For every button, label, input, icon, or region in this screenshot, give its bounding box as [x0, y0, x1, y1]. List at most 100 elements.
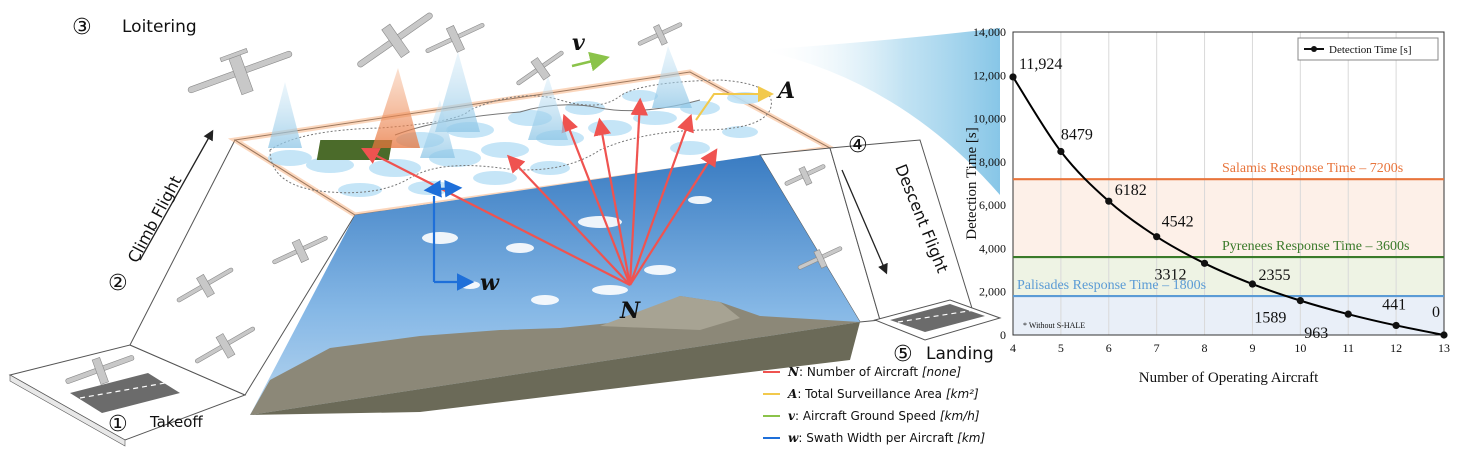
data-label: 963 — [1304, 325, 1328, 342]
y-tick-label: 6,000 — [979, 198, 1006, 212]
x-tick-label: 8 — [1202, 341, 1208, 355]
phase-loitering-num: ③ — [72, 15, 92, 40]
phase-loitering-label: Loitering — [122, 17, 197, 37]
legend-label: Detection Time [s] — [1329, 44, 1412, 56]
data-label: 4542 — [1162, 214, 1194, 231]
descent-ramp — [759, 139, 976, 323]
aircraft-icon — [65, 355, 135, 385]
chart-legend — [1297, 37, 1439, 61]
footnote: * Without S-HALE — [1023, 321, 1085, 330]
legend-item-A: A: Total Surveillance Area [km²] — [763, 387, 979, 401]
aircraft-icon — [797, 246, 843, 270]
data-label: 2355 — [1258, 267, 1290, 284]
series-line — [1012, 76, 1445, 336]
landing-pad — [873, 299, 1002, 341]
data-label: 441 — [1382, 296, 1406, 313]
aircraft-icon — [272, 235, 328, 265]
aircraft-icon — [516, 50, 564, 86]
x-tick-label: 6 — [1106, 341, 1112, 355]
threshold-band — [1013, 296, 1444, 335]
legend-item-N: N: Number of Aircraft [none] — [763, 365, 961, 379]
data-point — [1392, 321, 1400, 330]
area-connector — [695, 86, 774, 121]
climb-arrow — [139, 129, 214, 261]
terrain-photo — [250, 155, 860, 415]
legend-item-w: w: Swath Width per Aircraft [km] — [763, 431, 985, 445]
y-tick-label: 0 — [1000, 328, 1006, 342]
zoom-fan — [760, 28, 1000, 195]
phase-takeoff-num: ① — [108, 412, 128, 437]
symbol-N: N — [619, 298, 641, 324]
phase-descent-num: ④ — [848, 133, 868, 158]
x-tick-label: 4 — [1010, 341, 1016, 355]
svg-text:v: Aircraft Ground Speed [km/h: v: Aircraft Ground Speed [km/h] — [788, 409, 980, 423]
x-tick-label: 12 — [1390, 341, 1402, 355]
svg-text:w: Swath Width per Aircraft [: w: Swath Width per Aircraft [km] — [788, 431, 985, 445]
phase-climb-label: Climb Flight — [124, 173, 186, 266]
aircraft-count-arrows — [361, 97, 718, 286]
symbol-w: w — [480, 270, 500, 296]
legend-marker — [1311, 46, 1317, 52]
aircraft-icon — [176, 267, 234, 303]
data-label: 8479 — [1061, 126, 1093, 143]
phase-landing-num: ⑤ — [893, 342, 913, 367]
x-tick-label: 10 — [1294, 341, 1306, 355]
phase-takeoff-label: Takeoff — [149, 413, 203, 431]
threshold-label: Pyrenees Response Time – 3600s — [1222, 239, 1409, 254]
x-tick-label: 11 — [1342, 341, 1354, 355]
descent-arrow — [841, 169, 888, 275]
x-tick-label: 13 — [1438, 341, 1450, 355]
data-point — [1248, 280, 1257, 288]
x-tick-label: 7 — [1154, 341, 1160, 355]
takeoff-pad — [8, 344, 247, 447]
data-point — [1105, 197, 1113, 205]
aircraft-icon — [784, 164, 826, 186]
data-point — [1440, 331, 1448, 339]
x-tick-label: 9 — [1249, 341, 1255, 355]
data-point — [1153, 233, 1161, 241]
data-point — [1344, 310, 1352, 318]
aircraft-icon — [357, 12, 433, 68]
y-tick-label: 8,000 — [979, 155, 1006, 169]
plot-frame — [1012, 31, 1445, 336]
y-tick-label: 4,000 — [979, 241, 1006, 255]
svg-text:A: Total Surveillance Area [km: A: Total Surveillance Area [km²] — [787, 387, 979, 401]
aircraft-icon — [425, 23, 485, 53]
threshold-label: Palisades Response Time – 1800s — [1017, 278, 1206, 293]
aircraft — [65, 12, 843, 385]
ground-speed-arrow — [571, 51, 610, 72]
data-label: 6182 — [1115, 182, 1147, 199]
svg-text:N: Number of Aircraft [none]: N: Number of Aircraft [none] — [787, 365, 961, 379]
sensor-cones — [268, 46, 692, 158]
data-label: 0 — [1432, 304, 1440, 321]
phase-climb-num: ② — [108, 271, 128, 296]
swath-width-indicator — [423, 179, 475, 291]
threshold-band — [1013, 179, 1444, 258]
aircraft-icon — [194, 326, 256, 364]
racetrack-path — [269, 79, 772, 194]
x-tick-label: 5 — [1058, 341, 1064, 355]
y-tick-label: 14,000 — [973, 25, 1006, 39]
data-point — [1200, 259, 1209, 267]
threshold-label: Salamis Response Time – 7200s — [1222, 161, 1403, 176]
data-label: 3312 — [1155, 266, 1187, 283]
data-label: 11,924 — [1019, 56, 1062, 73]
data-point — [1057, 147, 1065, 156]
aircraft-icon — [637, 22, 683, 46]
symbol-legend: N: Number of Aircraft [none] A: Total Su… — [763, 365, 985, 445]
threshold-band — [1013, 257, 1444, 297]
y-tick-label: 10,000 — [973, 112, 1006, 126]
x-axis-title: Number of Operating Aircraft — [1139, 370, 1319, 386]
symbol-v: v — [572, 30, 585, 56]
y-axis-title: Detection Time [s] — [964, 127, 980, 240]
aircraft-icon — [187, 48, 293, 96]
legend-item-v: v: Aircraft Ground Speed [km/h] — [763, 409, 980, 423]
data-point — [1009, 73, 1017, 81]
symbol-A: A — [776, 78, 795, 104]
phase-landing-label: Landing — [926, 344, 994, 364]
data-label: 1589 — [1254, 310, 1286, 327]
data-point — [1296, 297, 1304, 305]
y-tick-label: 12,000 — [973, 68, 1006, 82]
